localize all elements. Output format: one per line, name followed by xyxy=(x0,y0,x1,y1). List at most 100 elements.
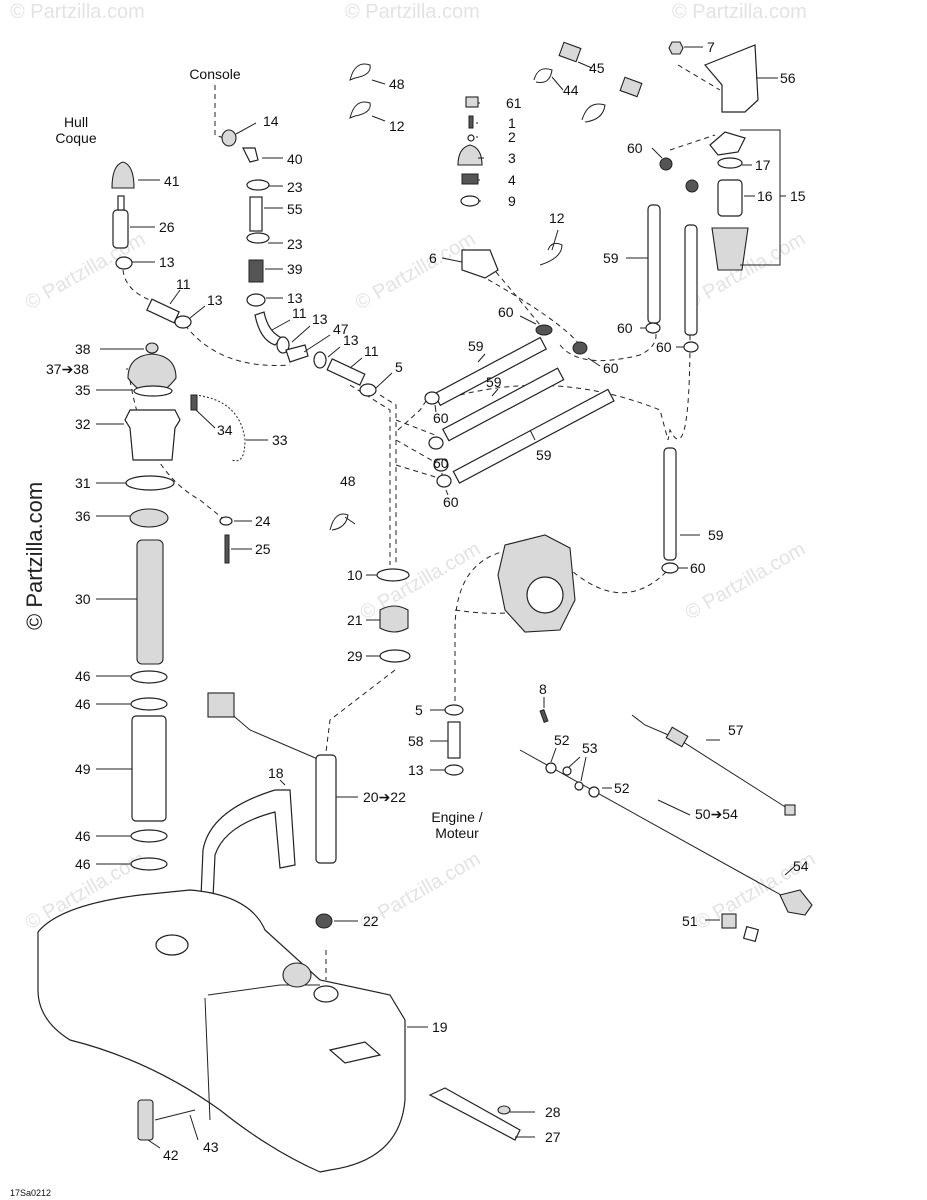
callout-12: 12 xyxy=(389,118,405,134)
callout-11: 11 xyxy=(364,343,379,359)
coque-label: Coque xyxy=(55,130,96,146)
watermark: © Partzilla.com xyxy=(682,538,810,624)
bracket-27-part xyxy=(428,1087,521,1141)
strap-18-part xyxy=(199,789,296,921)
sender-connector xyxy=(207,692,235,718)
callout-38: 38 xyxy=(75,341,91,357)
callout-45: 45 xyxy=(589,60,605,76)
clamp-23-part xyxy=(246,232,270,244)
clamp-60-part xyxy=(659,157,673,171)
pad-45-part xyxy=(619,76,643,98)
clamp-60-part xyxy=(428,436,444,450)
watermark: © Partzilla.com xyxy=(345,1,480,23)
nut-36-part xyxy=(129,508,169,528)
callout-14: 14 xyxy=(263,113,279,129)
callout-35: 35 xyxy=(75,382,91,398)
callout-20-22: 20➔22 xyxy=(363,789,406,805)
hose-55-part xyxy=(249,196,263,232)
callout-13: 13 xyxy=(287,290,303,306)
washer-53-part xyxy=(574,781,584,791)
callout-33: 33 xyxy=(272,432,288,448)
clamp-60-part xyxy=(645,322,661,334)
callout-9: 9 xyxy=(508,193,516,209)
callout-46: 46 xyxy=(75,828,91,844)
clamp-46-part xyxy=(130,670,168,684)
knob-54-part xyxy=(779,889,813,916)
clamp-12-part xyxy=(349,101,371,119)
valve-6-part xyxy=(461,249,499,279)
callout-50-54: 50➔54 xyxy=(695,806,738,822)
callout-46: 46 xyxy=(75,668,91,684)
check-valve-26-part xyxy=(112,209,129,249)
callout-43: 43 xyxy=(203,1139,219,1155)
clamp-5-part xyxy=(359,383,377,397)
console-label: Console xyxy=(189,66,241,82)
clamp-60-part xyxy=(661,562,679,574)
clamp-29-part xyxy=(379,649,411,663)
washer-2-part xyxy=(467,134,475,142)
hull-label: Hull xyxy=(64,114,88,130)
callout-55: 55 xyxy=(287,201,303,217)
handle-3-part xyxy=(457,144,483,166)
callout-60: 60 xyxy=(656,339,672,355)
callout-29: 29 xyxy=(347,648,363,664)
callout-26: 26 xyxy=(159,219,175,235)
callout-37-38: 37➔38 xyxy=(46,361,89,377)
knob-61-part xyxy=(465,96,479,108)
clamp-46-part xyxy=(130,857,168,871)
moteur-label: Moteur xyxy=(435,825,479,841)
clamp-13-part xyxy=(174,315,192,329)
callout-60: 60 xyxy=(498,304,514,320)
callout-36: 36 xyxy=(75,508,91,524)
callout-12: 12 xyxy=(549,210,565,226)
bracket-56-part xyxy=(704,44,759,113)
callout-16: 16 xyxy=(757,188,773,204)
callout-60: 60 xyxy=(690,560,706,576)
clamp-60-part xyxy=(683,341,699,353)
callout-27: 27 xyxy=(545,1129,561,1145)
tee-47-part xyxy=(285,344,309,363)
clamp-12-part xyxy=(539,242,563,266)
callout-39: 39 xyxy=(287,261,303,277)
fuel-tank-19-recess xyxy=(328,1041,382,1064)
hose-59-part xyxy=(452,388,615,484)
nut-7-part xyxy=(668,41,684,55)
callout-13: 13 xyxy=(207,292,223,308)
callout-60: 60 xyxy=(603,360,619,376)
hose-11-part xyxy=(326,358,366,386)
clamp-13-part xyxy=(246,293,266,307)
callout-46: 46 xyxy=(75,696,91,712)
callout-8: 8 xyxy=(539,681,547,697)
callout-46: 46 xyxy=(75,856,91,872)
callout-21: 21 xyxy=(347,612,363,628)
gasket-35-part xyxy=(133,385,173,397)
callout-31: 31 xyxy=(75,475,91,491)
screw-28-part xyxy=(497,1105,511,1115)
callout-13: 13 xyxy=(343,332,359,348)
callout-4: 4 xyxy=(508,172,516,188)
plate-part xyxy=(742,925,760,943)
callout-53: 53 xyxy=(582,740,598,756)
callout-1: 1 xyxy=(508,115,516,131)
callout-13: 13 xyxy=(408,762,424,778)
o-ring-17-part xyxy=(717,157,743,169)
callout-58: 58 xyxy=(408,733,424,749)
screw-34-part xyxy=(190,394,198,411)
callout-52: 52 xyxy=(614,780,630,796)
fuel-tank-19-outlet-port xyxy=(313,985,339,1003)
callout-32: 32 xyxy=(75,416,91,432)
gasket-31-part xyxy=(125,475,175,491)
cable-57-sleeve xyxy=(665,726,689,748)
cap-38-part xyxy=(145,342,159,354)
callout-40: 40 xyxy=(287,151,303,167)
callout-28: 28 xyxy=(545,1104,561,1120)
watermark: © Partzilla.com xyxy=(22,228,150,314)
leader-lines xyxy=(96,46,796,1149)
cable-57-part xyxy=(631,714,791,811)
clamp-13-part xyxy=(276,336,290,354)
callout-10: 10 xyxy=(347,567,363,583)
clamp-60-part xyxy=(424,391,440,405)
clamp-60-part xyxy=(433,458,449,472)
parts xyxy=(37,41,813,1173)
clamp-46-part xyxy=(130,829,168,843)
